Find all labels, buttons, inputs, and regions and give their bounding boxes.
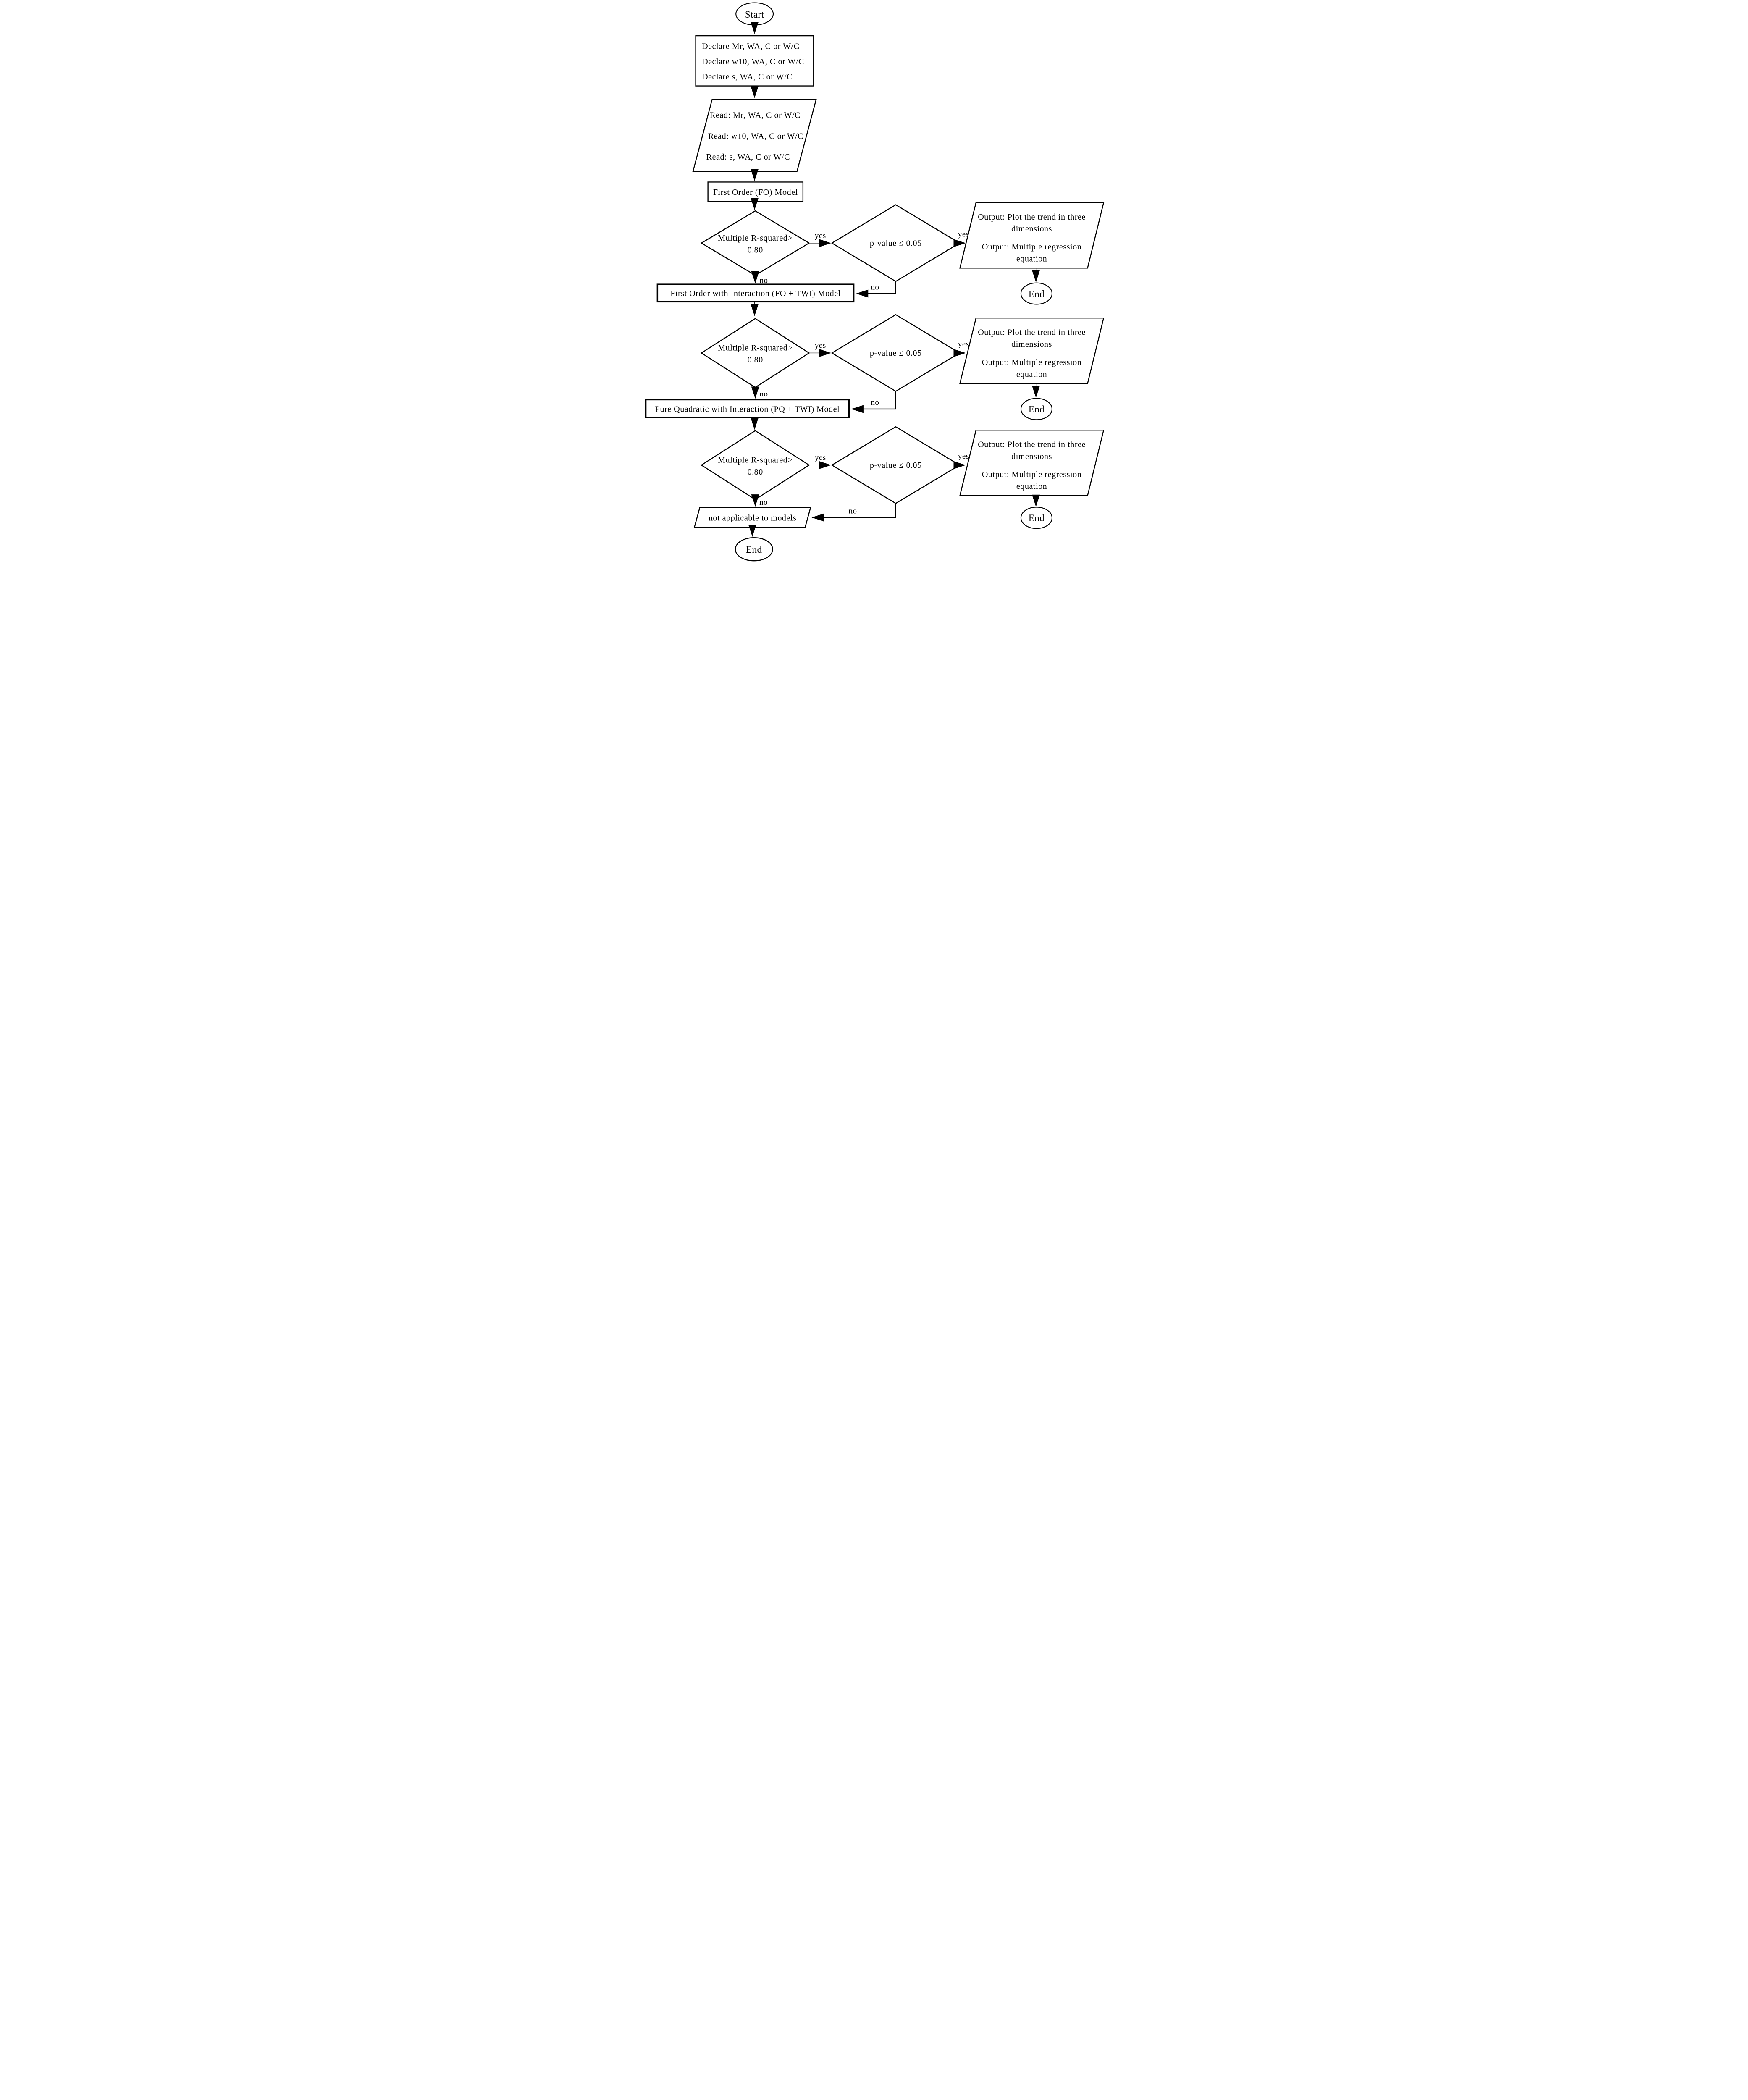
output-parallelogram-2 [959,318,1105,384]
end-label-bottom: End [746,544,762,555]
read-line-3: Read: s, WA, C or W/C [706,152,790,162]
end-label-3: End [1029,513,1045,523]
r-squared-decision-1 [700,210,810,276]
read-line-1: Read: Mr, WA, C or W/C [710,111,801,120]
flowchart-canvas: Start Declare Mr, WA, C or W/C Declare w… [643,0,1105,564]
not-applicable-parallelogram [693,507,811,528]
pq-twi-model-box [645,399,850,418]
no-label-1b: no [871,283,879,291]
no-label-3b: no [848,507,857,515]
output-1-line4: equation [1016,254,1047,263]
edge-no-pvalue2-to-pqtwi [851,391,896,413]
yes-label-1b: yes [958,230,969,239]
end-ellipse-2 [1020,398,1052,420]
edge-no-pvalue1-to-fotwi [856,281,896,298]
yes-label-2a: yes [815,341,826,350]
end-ellipse-1 [1020,282,1052,305]
declare-process-box [695,35,814,87]
r-squared-decision-3-line2: 0.80 [748,467,763,477]
no-label-1a: no [760,276,768,285]
declare-line-3: Declare s, WA, C or W/C [702,72,793,81]
fo-twi-model-box [656,284,855,303]
end-ellipse-3 [1020,507,1052,529]
r-squared-decision-2-line2: 0.80 [748,355,763,365]
no-label-2b: no [871,398,879,407]
output-parallelogram-3 [959,429,1105,496]
p-value-decision-1 [831,204,961,282]
output-3-line3: Output: Multiple regression [982,470,1081,479]
p-value-decision-3-label: p-value ≤ 0.05 [870,461,922,470]
edge-no-pvalue3-to-notapplicable [811,504,896,522]
p-value-decision-3 [831,426,961,504]
no-label-2a: no [760,390,768,399]
flowchart-page: Start Declare Mr, WA, C or W/C Declare w… [0,0,1748,564]
output-1-line2: dimensions [1011,224,1052,234]
output-2-line3: Output: Multiple regression [982,358,1081,367]
no-label-3a: no [759,498,768,507]
output-parallelogram-1 [959,202,1105,269]
not-applicable-label: not applicable to models [709,514,797,523]
end-ellipse-bottom [735,537,773,562]
yes-label-2b: yes [958,340,969,349]
output-3-line4: equation [1016,482,1047,491]
read-input-parallelogram [692,99,817,172]
yes-label-3a: yes [815,453,826,462]
end-label-1: End [1029,289,1045,299]
read-line-2: Read: w10, WA, C or W/C [708,131,803,141]
output-1-line3: Output: Multiple regression [982,242,1081,252]
r-squared-decision-3-line1: Multiple R-squared> [718,456,793,465]
end-label-2: End [1029,404,1045,415]
yes-label-3b: yes [958,452,969,461]
output-1-line1: Output: Plot the trend in three [978,213,1086,222]
r-squared-decision-1-line1: Multiple R-squared> [718,234,793,243]
output-3-line1: Output: Plot the trend in three [978,440,1086,449]
p-value-decision-2 [831,314,961,392]
declare-line-2: Declare w10, WA, C or W/C [702,57,804,66]
output-3-line2: dimensions [1011,452,1052,461]
start-label: Start [745,9,764,20]
r-squared-decision-2 [700,318,810,388]
declare-line-1: Declare Mr, WA, C or W/C [702,42,800,51]
pq-twi-model-label: Pure Quadratic with Interaction (PQ + TW… [655,405,840,414]
yes-label-1a: yes [815,231,826,240]
p-value-decision-2-label: p-value ≤ 0.05 [870,349,922,358]
fo-model-label: First Order (FO) Model [713,188,798,197]
fo-twi-model-label: First Order with Interaction (FO + TWI) … [670,289,841,298]
output-2-line2: dimensions [1011,340,1052,349]
p-value-decision-1-label: p-value ≤ 0.05 [870,239,922,248]
output-2-line1: Output: Plot the trend in three [978,328,1086,337]
output-2-line4: equation [1016,370,1047,379]
r-squared-decision-3 [700,430,810,500]
r-squared-decision-2-line1: Multiple R-squared> [718,344,793,353]
r-squared-decision-1-line2: 0.80 [748,245,763,255]
